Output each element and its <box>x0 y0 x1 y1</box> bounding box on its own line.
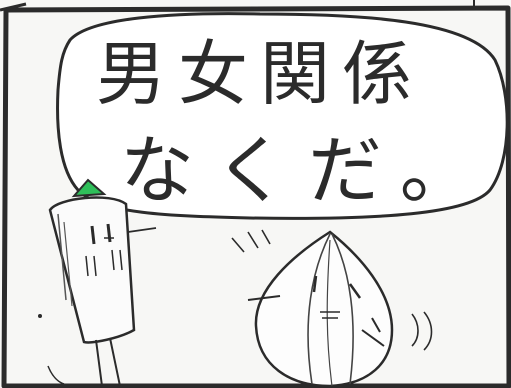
speech-line-1: 男女関係 <box>96 33 424 115</box>
onion-character-icon <box>247 230 394 388</box>
leaf-icon <box>71 178 107 198</box>
speech-bubble <box>56 12 509 220</box>
panel-border <box>1 5 511 388</box>
speech-line-2: なくだ。 <box>120 128 494 214</box>
stray-dot <box>38 314 42 318</box>
daikon-radish-character-icon <box>47 178 157 387</box>
panel-border-top-left-hook <box>0 2 27 12</box>
motion-lines-right <box>411 311 433 351</box>
motion-lines-left <box>231 229 271 253</box>
